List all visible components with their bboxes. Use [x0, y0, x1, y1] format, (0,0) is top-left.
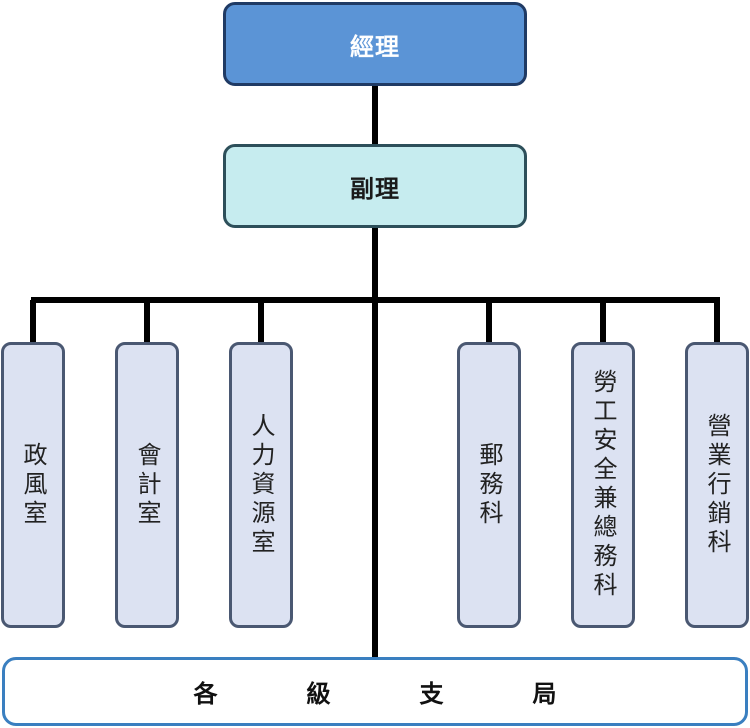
node-department-5: 勞工安全兼總務科	[571, 342, 635, 628]
node-branch-offices-label: 各級支局	[193, 680, 646, 708]
node-department-4: 郵務科	[457, 342, 521, 628]
node-department-1-label: 政風室	[19, 441, 47, 529]
node-manager-label: 經理	[350, 32, 400, 61]
node-department-3: 人力資源室	[229, 342, 293, 628]
node-deputy-manager-label: 副理	[350, 174, 400, 203]
node-department-6: 營業行銷科	[685, 342, 749, 628]
node-department-5-label: 勞工安全兼總務科	[589, 369, 617, 601]
node-deputy-manager: 副理	[223, 144, 527, 228]
node-manager: 經理	[223, 2, 527, 86]
node-department-4-label: 郵務科	[475, 441, 503, 529]
node-department-6-label: 營業行銷科	[703, 412, 731, 558]
node-department-1: 政風室	[1, 342, 65, 628]
node-branch-offices: 各級支局	[2, 657, 748, 726]
node-department-2-label: 會計室	[133, 441, 161, 529]
node-department-2: 會計室	[115, 342, 179, 628]
node-department-3-label: 人力資源室	[247, 412, 275, 558]
